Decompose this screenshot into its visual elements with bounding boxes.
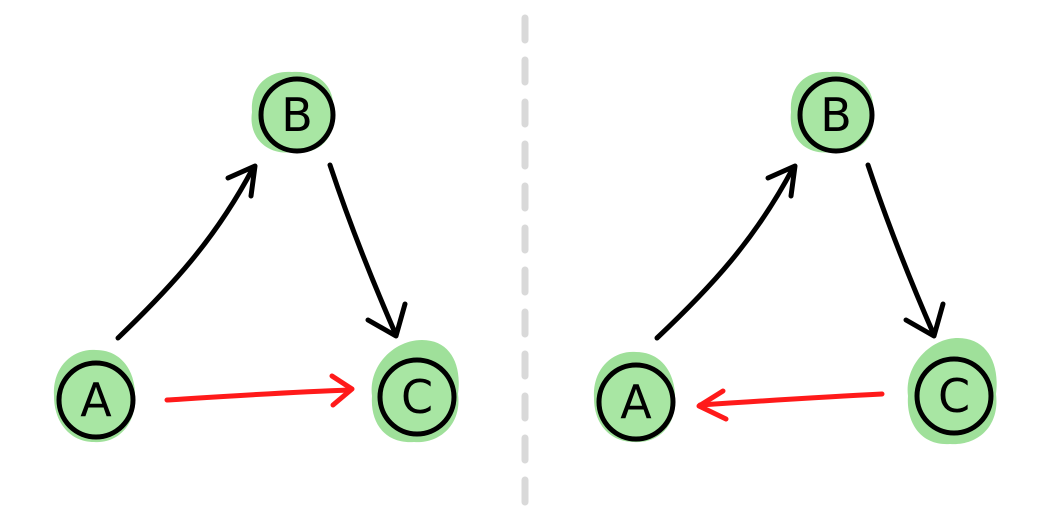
node-label: C <box>401 370 433 424</box>
node-fill <box>914 356 994 436</box>
node-c: C <box>371 340 459 443</box>
edge-line <box>865 162 937 338</box>
arrowhead-icon <box>365 301 408 339</box>
node-label: A <box>620 375 652 429</box>
node-fill <box>258 76 336 154</box>
right-diagram: B A C <box>593 71 997 445</box>
edge-line <box>654 165 796 341</box>
edge-a-to-b <box>654 163 798 341</box>
node-label: B <box>820 88 852 142</box>
left-diagram: B A C <box>53 71 459 443</box>
node-b: B <box>790 71 875 154</box>
node-fill <box>596 362 676 442</box>
edge-a-to-c <box>164 373 355 408</box>
node-c: C <box>907 338 997 445</box>
node-label: A <box>80 373 112 427</box>
edge-line <box>697 391 885 408</box>
arrowhead-icon <box>765 163 798 199</box>
edge-c-to-a <box>696 388 885 422</box>
edge-b-to-c <box>327 162 408 339</box>
edge-a-to-b <box>115 163 258 341</box>
arrowhead-icon <box>696 388 729 422</box>
node-label: B <box>281 88 313 142</box>
node-fill <box>377 357 457 437</box>
node-fill <box>56 360 136 440</box>
edge-line <box>115 165 256 341</box>
node-fill <box>797 76 875 154</box>
node-a: A <box>53 349 136 443</box>
edge-line <box>327 162 399 338</box>
edge-line <box>164 387 353 403</box>
node-label: C <box>938 369 970 423</box>
arrowhead-icon <box>903 301 946 339</box>
node-b: B <box>251 71 336 154</box>
node-a: A <box>593 351 676 443</box>
arrowhead-icon <box>329 373 355 408</box>
edge-b-to-c <box>865 162 946 339</box>
arrowhead-icon <box>225 163 258 199</box>
